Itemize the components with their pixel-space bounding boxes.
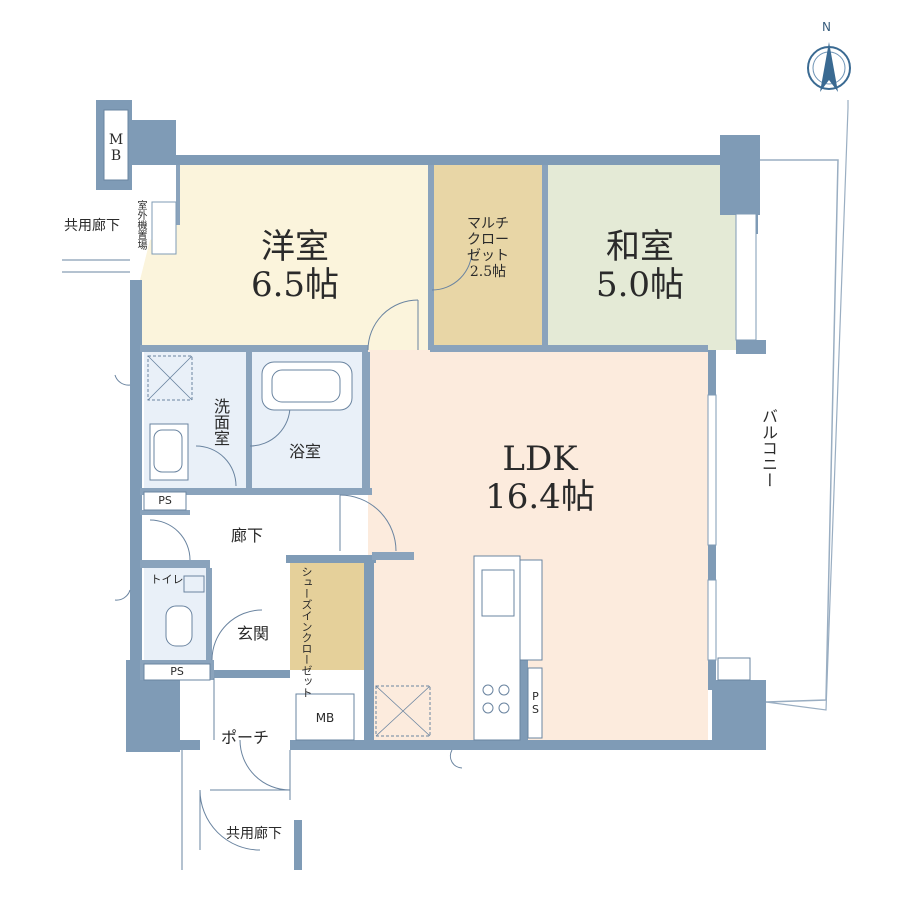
western-room-lower-floor bbox=[140, 290, 176, 350]
compass-icon bbox=[807, 42, 851, 92]
multi-closet-floor bbox=[432, 165, 546, 350]
western-room-floor bbox=[176, 165, 432, 350]
door-swings bbox=[62, 249, 473, 851]
shoes-closet-floor bbox=[290, 560, 368, 670]
toilet-label: トイレ bbox=[150, 573, 184, 586]
shoes-closet-label: シューズインクローゼット bbox=[300, 566, 313, 698]
bathtub bbox=[261, 361, 353, 411]
hallway-label: 廊下 bbox=[230, 526, 263, 545]
washer-pan bbox=[147, 355, 193, 401]
ps-wash-label: PS bbox=[158, 494, 172, 507]
ps-toilet-label: PS bbox=[170, 665, 184, 678]
mb-bottom-label: MB bbox=[315, 711, 335, 725]
porch-label: ポーチ bbox=[220, 728, 269, 747]
balcony-label: バルコニー bbox=[759, 408, 778, 488]
outdoor-unit-label: 室外機置場 bbox=[135, 200, 146, 250]
bath-label: 浴室 bbox=[288, 442, 321, 461]
common-corridor-top-label: 共用廊下 bbox=[64, 218, 120, 234]
washroom-label: 洗面室 bbox=[211, 398, 230, 446]
balcony-outline bbox=[760, 159, 839, 703]
toilet-bowl bbox=[165, 605, 193, 647]
windows bbox=[151, 201, 757, 661]
entrance-label: 玄関 bbox=[236, 624, 269, 643]
mb-top-label: MB bbox=[108, 132, 124, 164]
kitchen-counter bbox=[473, 555, 521, 741]
fridge-space bbox=[375, 685, 431, 737]
japanese-room-floor bbox=[546, 165, 736, 350]
ps-kitchen-label: PS bbox=[529, 690, 542, 716]
compass-n-label: N bbox=[822, 20, 831, 34]
common-corridor-bottom-label: 共用廊下 bbox=[226, 826, 282, 842]
multi-closet-label: マルチ クロー ゼット 2.5帖 bbox=[467, 216, 509, 280]
